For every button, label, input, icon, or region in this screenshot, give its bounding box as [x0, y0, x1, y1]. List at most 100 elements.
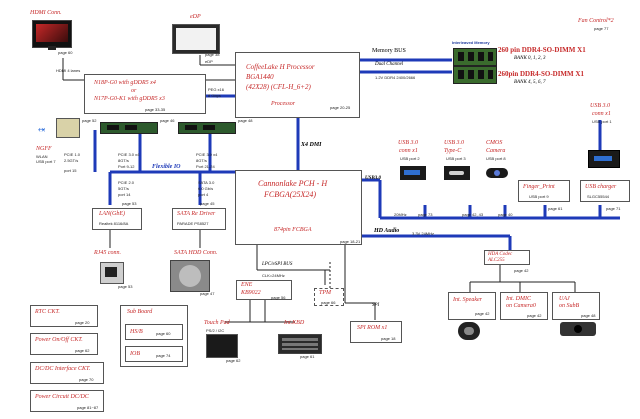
- usb30-speed-label: 20MHz: [394, 212, 407, 217]
- peg-speed: 8 Gbps: [208, 93, 221, 98]
- tpm-block: TPM page 66: [314, 288, 344, 306]
- intkbd-page: page 61: [300, 354, 315, 359]
- hdmi-monitor-image: [32, 20, 72, 48]
- subboard-block: Sub Board HS/B page 60 IOB page 74: [120, 305, 188, 367]
- hdd-image: [170, 260, 210, 292]
- edp-page: page 38: [205, 52, 220, 57]
- rj45-image: [100, 262, 124, 284]
- rtc-page: page 20: [75, 320, 90, 325]
- cmos-line2: Camera: [486, 148, 506, 154]
- spi-rom-page: page 18: [381, 336, 396, 341]
- keyboard-image: [278, 334, 322, 354]
- dimm2-bank: BANK 4, 5, 6, 7: [514, 80, 546, 85]
- pch-page: page 18-21: [340, 239, 361, 244]
- tpm-page: page 66: [321, 300, 336, 305]
- speaker-page: page 42: [475, 311, 490, 316]
- hdmi-page: page 60: [58, 50, 73, 55]
- hda-codec-block: HDA Codec ALC255: [484, 250, 530, 265]
- sata-redriver-title: SATA Re Driver: [177, 211, 216, 217]
- dimm2-title: 260pin DDR4-SO-DIMM X1: [498, 70, 584, 78]
- subboard-title: Sub Board: [127, 309, 153, 315]
- hd-audio-volt: 3.3V 24MHz: [412, 231, 435, 236]
- fingerprint-title: Finger_Print: [523, 184, 555, 190]
- touchpad-title: Touch Pad: [204, 320, 230, 326]
- lan-page: page 53: [122, 201, 137, 206]
- sata-redriver-chip: PARADE PS8527: [177, 221, 209, 226]
- sata-hdd-page: page 47: [200, 291, 215, 296]
- cmos-line3: USB port 8: [486, 156, 506, 161]
- gpu-page: page 33-35: [145, 107, 166, 112]
- ngff-page: page 52: [82, 118, 97, 123]
- power-dcdc-page: page 81~87: [77, 405, 99, 410]
- subboard-io2: IOB page 74: [125, 346, 183, 362]
- power-dcdc-block: Power Circuit DC/DC page 81~87: [30, 390, 104, 412]
- ngff-gbps: 2.5GT/s: [64, 158, 79, 163]
- rj45-title: RJ45 conn.: [94, 250, 121, 256]
- usb-a-port-image: [400, 166, 426, 180]
- dcdc-interface-title: DC/DC Interface CKT.: [35, 366, 91, 372]
- spi-label: SPI: [372, 303, 380, 308]
- usb-a-line1: USB 3.0: [398, 140, 418, 146]
- rtc-block: RTC CKT. page 20: [30, 305, 98, 327]
- usb-charger-title: USB charger: [585, 184, 617, 190]
- edp-signal-label: eDP: [205, 59, 213, 64]
- touchpad-sub: PS/2 / I2C: [206, 328, 225, 333]
- usb-charger-page: page 71: [606, 206, 621, 211]
- speaker-title: Int. Speaker: [453, 297, 482, 303]
- gpu-line2: or: [131, 88, 137, 94]
- dimm1-bank: BANK 0, 1, 2, 3: [514, 56, 546, 61]
- hd-audio-label: HD Audio: [374, 228, 400, 234]
- dmic-line2: on Camera0: [506, 303, 536, 309]
- power-dcdc-title: Power Circuit DC/DC: [35, 394, 89, 400]
- ene-page: page 56: [271, 295, 286, 300]
- ene-chip: KB9022: [241, 290, 261, 296]
- usb-charger-block: USB charger SLGC55544: [580, 180, 630, 202]
- power-onoff-title: Power On/Off CKT.: [35, 337, 83, 343]
- hda-codec-page: page 42: [514, 268, 529, 273]
- cpu-line3: (42X28) (CFL-H_6+2): [246, 83, 311, 91]
- hdmi-signal-label: HDMI 4 lanes: [56, 68, 81, 73]
- pch-line1: Cannonlake PCH - H: [258, 179, 328, 188]
- tpm-title: TPM: [319, 290, 331, 296]
- subboard-io1-page: page 60: [156, 331, 171, 336]
- pch-block: Cannonlake PCH - H FCBGA(25X24) 874pin F…: [235, 170, 362, 245]
- uaj-line1: UAJ: [559, 296, 570, 302]
- usb-c-page: page 42, 43: [462, 212, 484, 217]
- usb-charger-chip: SLGC55544: [587, 194, 610, 199]
- sata-re-gbps: 6.0 Gb/s: [198, 186, 214, 191]
- fingerprint-page: page 61: [548, 206, 563, 211]
- usb30-right-line2: conn x1: [592, 111, 611, 117]
- uaj-line2: on SubB: [559, 303, 580, 309]
- uaj-block: UAJ on SubB page 48: [552, 292, 600, 320]
- dcdc-interface-page: page 70: [79, 377, 94, 382]
- lan-title: LAN(GbE): [99, 211, 125, 217]
- spi-rom-block: SPI ROM x1 page 18: [350, 321, 402, 343]
- hda-codec-title: HDA Codec: [488, 252, 513, 257]
- ngff-pcie: PCIE 1.0: [64, 152, 81, 157]
- fingerprint-block: Finger_Print USB port 9: [518, 180, 570, 202]
- bluetooth-icon: ⬾: [38, 124, 46, 134]
- ssd2-page: page 48: [238, 118, 253, 123]
- lpc-clk-label: CLK=24MHz: [262, 273, 285, 278]
- subboard-io1: HS/B page 60: [125, 324, 183, 340]
- ssd1-port: Port 9-12: [118, 164, 135, 169]
- speaker-block: Int. Speaker page 42: [448, 292, 496, 320]
- memory-bus-sub: Dual Channel: [375, 62, 404, 67]
- lan-gbps: 5GT/s: [118, 186, 129, 191]
- camera-image: [486, 168, 508, 178]
- interleaved-label: Interleaved Memory: [452, 40, 490, 45]
- usb30-right-line1: USB 3.0: [590, 103, 610, 109]
- usb-a-line2: conn x1: [399, 148, 418, 154]
- memory-bus-spec: 1.2V DDR4 2400/2666: [375, 75, 416, 80]
- dimm2-image: [453, 66, 497, 84]
- ngff-line3: USB port 7: [36, 159, 56, 164]
- cpu-block: CoffeeLake H Processor BGA1440 (42X28) (…: [235, 52, 360, 118]
- sata-hdd-title: SATA HDD Conn.: [174, 250, 218, 256]
- ssd1-pcie: PCIE 3.0 x4: [118, 152, 140, 157]
- ene-title: ENE: [241, 282, 253, 288]
- dimm1-title: 260 pin DDR4-SO-DIMM X1: [498, 46, 586, 54]
- rtc-title: RTC CKT.: [35, 309, 60, 315]
- wlan-card-image: [56, 118, 80, 138]
- ene-block: ENE KB9022 page 56: [236, 280, 292, 300]
